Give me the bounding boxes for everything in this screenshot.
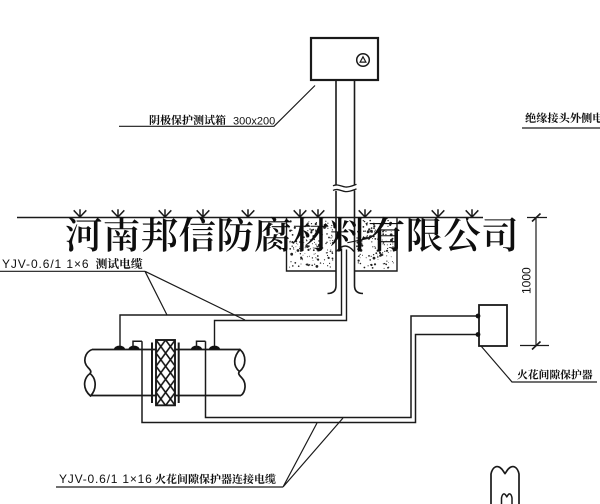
svg-text:300x200: 300x200 (233, 116, 275, 128)
svg-text:1000: 1000 (520, 267, 534, 294)
svg-text:YJV-0.6/1 1×16: YJV-0.6/1 1×16 (59, 472, 153, 486)
svg-text:YJV-0.6/1 1×6: YJV-0.6/1 1×6 (2, 257, 89, 271)
